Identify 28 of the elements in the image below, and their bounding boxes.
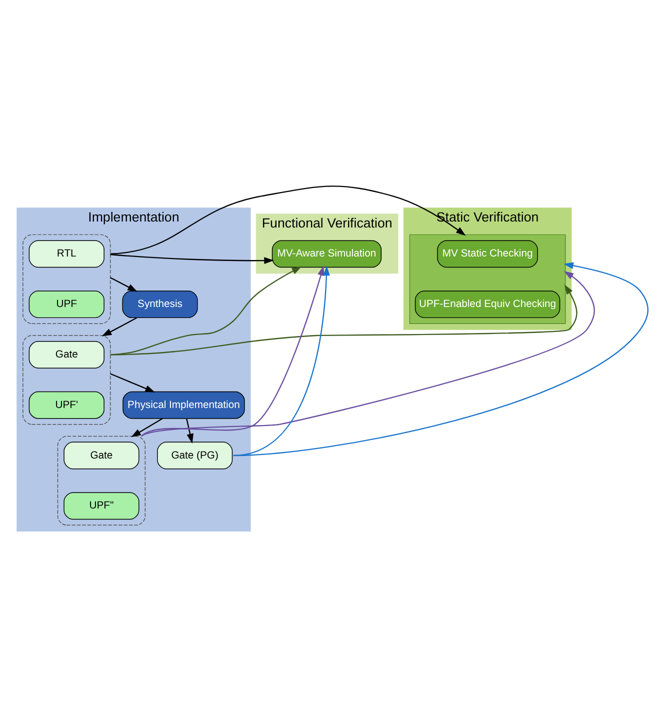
node-box: UPF" (64, 492, 140, 520)
cluster (22, 334, 111, 424)
node-box: Synthesis (122, 290, 198, 318)
cluster (57, 435, 146, 526)
arrow (186, 418, 194, 444)
node-box: Gate (PG) (157, 441, 233, 469)
node-box: UPF-Enabled Equiv Checking (414, 290, 560, 318)
arrow (110, 372, 156, 392)
arrow (110, 185, 466, 254)
node-box: Gate (64, 441, 140, 469)
node-box: Gate (28, 340, 104, 368)
node-box: UPF' (28, 390, 104, 418)
arrow (131, 418, 163, 437)
node-box: Physical Implementation (122, 390, 245, 418)
cluster (22, 234, 111, 324)
arrow (102, 316, 138, 336)
cluster (409, 234, 566, 324)
arrow (141, 265, 324, 436)
arrow (141, 270, 595, 436)
arrow (110, 253, 274, 264)
node-box: MV Static Checking (437, 240, 538, 268)
arrow (110, 284, 578, 355)
node-box: RTL (28, 240, 104, 268)
arrow (110, 276, 138, 292)
arrow (110, 266, 302, 355)
arrow (233, 262, 648, 456)
node-box: MV-Aware Simulation (272, 240, 382, 268)
node-box: UPF (28, 290, 104, 318)
